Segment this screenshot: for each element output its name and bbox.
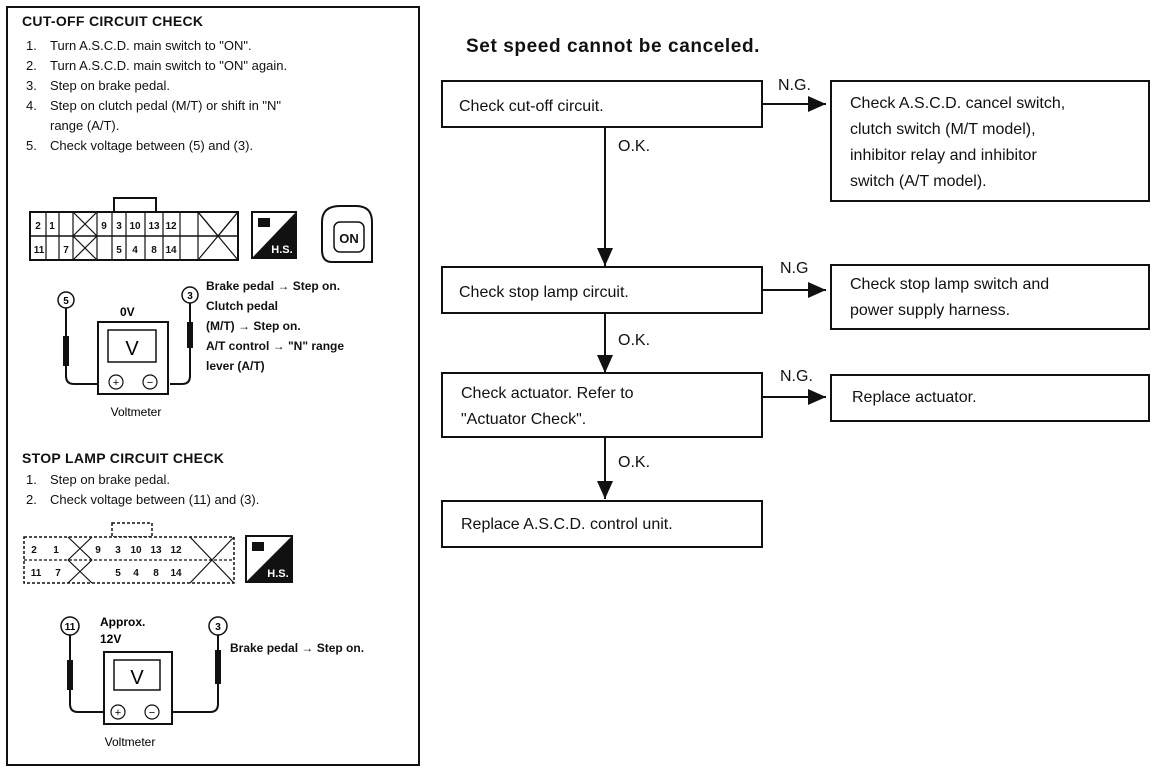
svg-text:H.S.: H.S. bbox=[271, 244, 292, 256]
pin-label: 4 bbox=[133, 568, 139, 579]
pin-label: 7 bbox=[63, 245, 69, 256]
pin-label: 8 bbox=[151, 245, 157, 256]
test-conditions: Brake pedal → Step on. Clutch pedal (M/T… bbox=[206, 279, 344, 373]
pin-label: 14 bbox=[170, 568, 182, 579]
probe-pin-label: 3 bbox=[187, 291, 193, 302]
pin-label: 9 bbox=[95, 545, 101, 556]
ok-label: O.K. bbox=[618, 138, 651, 155]
pin-label: 3 bbox=[115, 545, 121, 556]
ng-action-box: Replace actuator. bbox=[830, 374, 1150, 422]
test-condition: Brake pedal → Step on. bbox=[230, 641, 364, 655]
flowchart-title: Set speed cannot be canceled. bbox=[466, 36, 761, 57]
voltmeter-label: Voltmeter bbox=[105, 735, 156, 749]
reading-value: 12V bbox=[100, 632, 121, 646]
ng-label: N.G bbox=[780, 260, 809, 277]
stoplamp-title: STOP LAMP CIRCUIT CHECK bbox=[22, 450, 225, 466]
reading-value: Approx. bbox=[100, 615, 145, 629]
svg-text:(M/T) → Step on.: (M/T) → Step on. bbox=[206, 319, 301, 333]
check-stop-lamp-box: Check stop lamp circuit. bbox=[441, 266, 763, 314]
pin-label: 5 bbox=[116, 245, 122, 256]
svg-text:Brake pedal → Step on.: Brake pedal → Step on. bbox=[206, 279, 340, 293]
svg-text:+: + bbox=[113, 377, 119, 389]
svg-text:−: − bbox=[149, 707, 155, 719]
svg-text:ON: ON bbox=[339, 231, 359, 246]
pin-label: 5 bbox=[115, 568, 121, 579]
pin-label: 11 bbox=[34, 245, 45, 256]
replace-control-unit-box: Replace A.S.C.D. control unit. bbox=[441, 500, 763, 548]
cutoff-step: 2.Turn A.S.C.D. main switch to "ON" agai… bbox=[26, 58, 288, 73]
probe-pin-label: 3 bbox=[215, 622, 221, 633]
ok-label: O.K. bbox=[618, 332, 651, 349]
svg-text:+: + bbox=[115, 707, 121, 719]
ng-action-box: Check A.S.C.D. cancel switch, clutch swi… bbox=[830, 80, 1150, 202]
svg-text:V: V bbox=[125, 338, 139, 360]
pin-label: 13 bbox=[148, 221, 160, 232]
svg-text:V: V bbox=[130, 667, 144, 689]
reading-value: 0V bbox=[120, 305, 135, 319]
voltmeter-label: Voltmeter bbox=[111, 405, 162, 419]
pin-label: 10 bbox=[129, 221, 141, 232]
connector-diagram: 2 1 9 3 10 13 12 11 7 5 4 8 14 bbox=[29, 197, 239, 261]
ok-label: O.K. bbox=[618, 454, 651, 471]
ng-label: N.G. bbox=[778, 77, 811, 94]
stoplamp-step: 2.Check voltage between (11) and (3). bbox=[26, 492, 260, 507]
pin-label: 1 bbox=[53, 545, 59, 556]
check-actuator-box: Check actuator. Refer to "Actuator Check… bbox=[441, 372, 763, 438]
svg-text:A/T control → "N" range: A/T control → "N" range bbox=[206, 339, 344, 353]
left-diagrams: 2 1 9 3 10 13 12 11 7 5 4 8 14 H.S. ON 5… bbox=[23, 197, 373, 749]
svg-text:lever (A/T): lever (A/T) bbox=[206, 359, 265, 373]
svg-text:Clutch pedal: Clutch pedal bbox=[206, 299, 278, 313]
probe-pin-label: 11 bbox=[65, 622, 76, 633]
pin-label: 2 bbox=[31, 545, 37, 556]
pin-label: 13 bbox=[150, 545, 162, 556]
check-cutoff-box: Check cut-off circuit. bbox=[441, 80, 763, 128]
pin-label: 10 bbox=[130, 545, 142, 556]
pin-label: 14 bbox=[165, 245, 177, 256]
pin-label: 9 bbox=[101, 221, 107, 232]
pin-label: 4 bbox=[132, 245, 138, 256]
pin-label: 7 bbox=[55, 568, 61, 579]
cutoff-step: 5.Check voltage between (5) and (3). bbox=[26, 138, 254, 153]
stoplamp-step: 1.Step on brake pedal. bbox=[26, 472, 170, 487]
pin-label: 11 bbox=[31, 568, 42, 579]
voltmeter-diagram: 11 3 Approx. 12V V + − Voltmeter bbox=[60, 615, 228, 749]
stoplamp-steps: 1.Step on brake pedal. 2.Check voltage b… bbox=[26, 470, 259, 510]
harness-side-icon: H.S. bbox=[245, 535, 293, 583]
flowchart-connectors bbox=[597, 96, 826, 499]
connector-diagram: 2 1 9 3 10 13 12 11 7 5 4 8 14 bbox=[23, 522, 235, 584]
cutoff-steps: 1.Turn A.S.C.D. main switch to "ON". 2.T… bbox=[26, 36, 287, 156]
pin-label: 8 bbox=[153, 568, 159, 579]
pin-label: 2 bbox=[35, 221, 41, 232]
harness-side-icon: H.S. bbox=[251, 211, 297, 259]
cutoff-step-continuation: range (A/T). bbox=[50, 118, 120, 133]
cutoff-step: 3.Step on brake pedal. bbox=[26, 78, 170, 93]
svg-text:−: − bbox=[147, 377, 153, 389]
probe-pin-label: 5 bbox=[63, 296, 69, 307]
ng-label: N.G. bbox=[780, 368, 813, 385]
procedure-panel bbox=[6, 6, 420, 766]
cutoff-title: CUT-OFF CIRCUIT CHECK bbox=[22, 13, 204, 29]
pin-label: 1 bbox=[49, 221, 55, 232]
pin-label: 12 bbox=[170, 545, 182, 556]
ignition-on-icon: ON bbox=[321, 205, 373, 263]
svg-text:H.S.: H.S. bbox=[267, 568, 288, 580]
pin-label: 12 bbox=[165, 221, 177, 232]
pin-label: 3 bbox=[116, 221, 122, 232]
cutoff-step: 4.Step on clutch pedal (M/T) or shift in… bbox=[26, 98, 282, 113]
cutoff-step: 1.Turn A.S.C.D. main switch to "ON". bbox=[26, 38, 252, 53]
ng-action-box: Check stop lamp switch and power supply … bbox=[830, 264, 1150, 330]
voltmeter-diagram: 5 3 0V V + − Voltmeter bbox=[57, 286, 199, 419]
